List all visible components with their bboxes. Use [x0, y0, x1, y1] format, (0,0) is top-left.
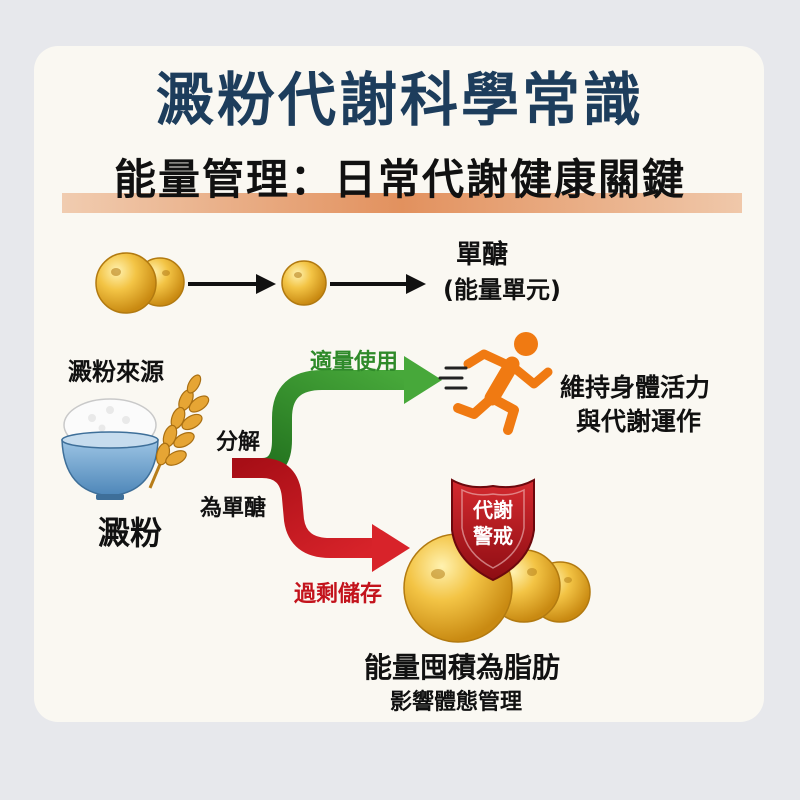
page-title: 澱粉代謝科學常識 — [155, 66, 644, 134]
sugar-label: 單醣 — [455, 240, 508, 270]
shield-icon — [451, 478, 535, 582]
sugar-sublabel: (能量單元) — [443, 276, 561, 304]
subtitle-highlight — [62, 193, 742, 213]
rice-bowl-icon — [61, 398, 159, 500]
fat-sublabel: 影響體態管理 — [389, 690, 522, 715]
arrow-right-icon — [188, 274, 276, 294]
page-subtitle: 能量管理：日常代謝健康關鍵 — [113, 155, 686, 204]
warning-label-top: 代謝 — [473, 498, 513, 522]
excess-storage-label: 過剩儲存 — [294, 582, 383, 607]
red-branch-arrow — [232, 458, 410, 572]
decompose-sublabel: 為單醣 — [200, 496, 267, 521]
warning-label-bottom: 警戒 — [473, 524, 513, 548]
fat-label: 能量囤積為脂肪 — [363, 651, 560, 684]
wheat-icon — [148, 374, 210, 489]
starch-molecule-icon — [95, 252, 185, 314]
runner-icon — [438, 332, 553, 435]
moderate-use-label: 適量使用 — [310, 350, 399, 375]
source-label: 澱粉來源 — [68, 358, 164, 386]
vitality-sublabel: 與代謝運作 — [576, 407, 702, 436]
arrow-right-icon — [330, 274, 426, 294]
sugar-sphere-icon — [281, 260, 327, 306]
vitality-label: 維持身體活力 — [560, 373, 711, 402]
decompose-label: 分解 — [216, 430, 261, 455]
starch-label: 澱粉 — [98, 514, 163, 552]
